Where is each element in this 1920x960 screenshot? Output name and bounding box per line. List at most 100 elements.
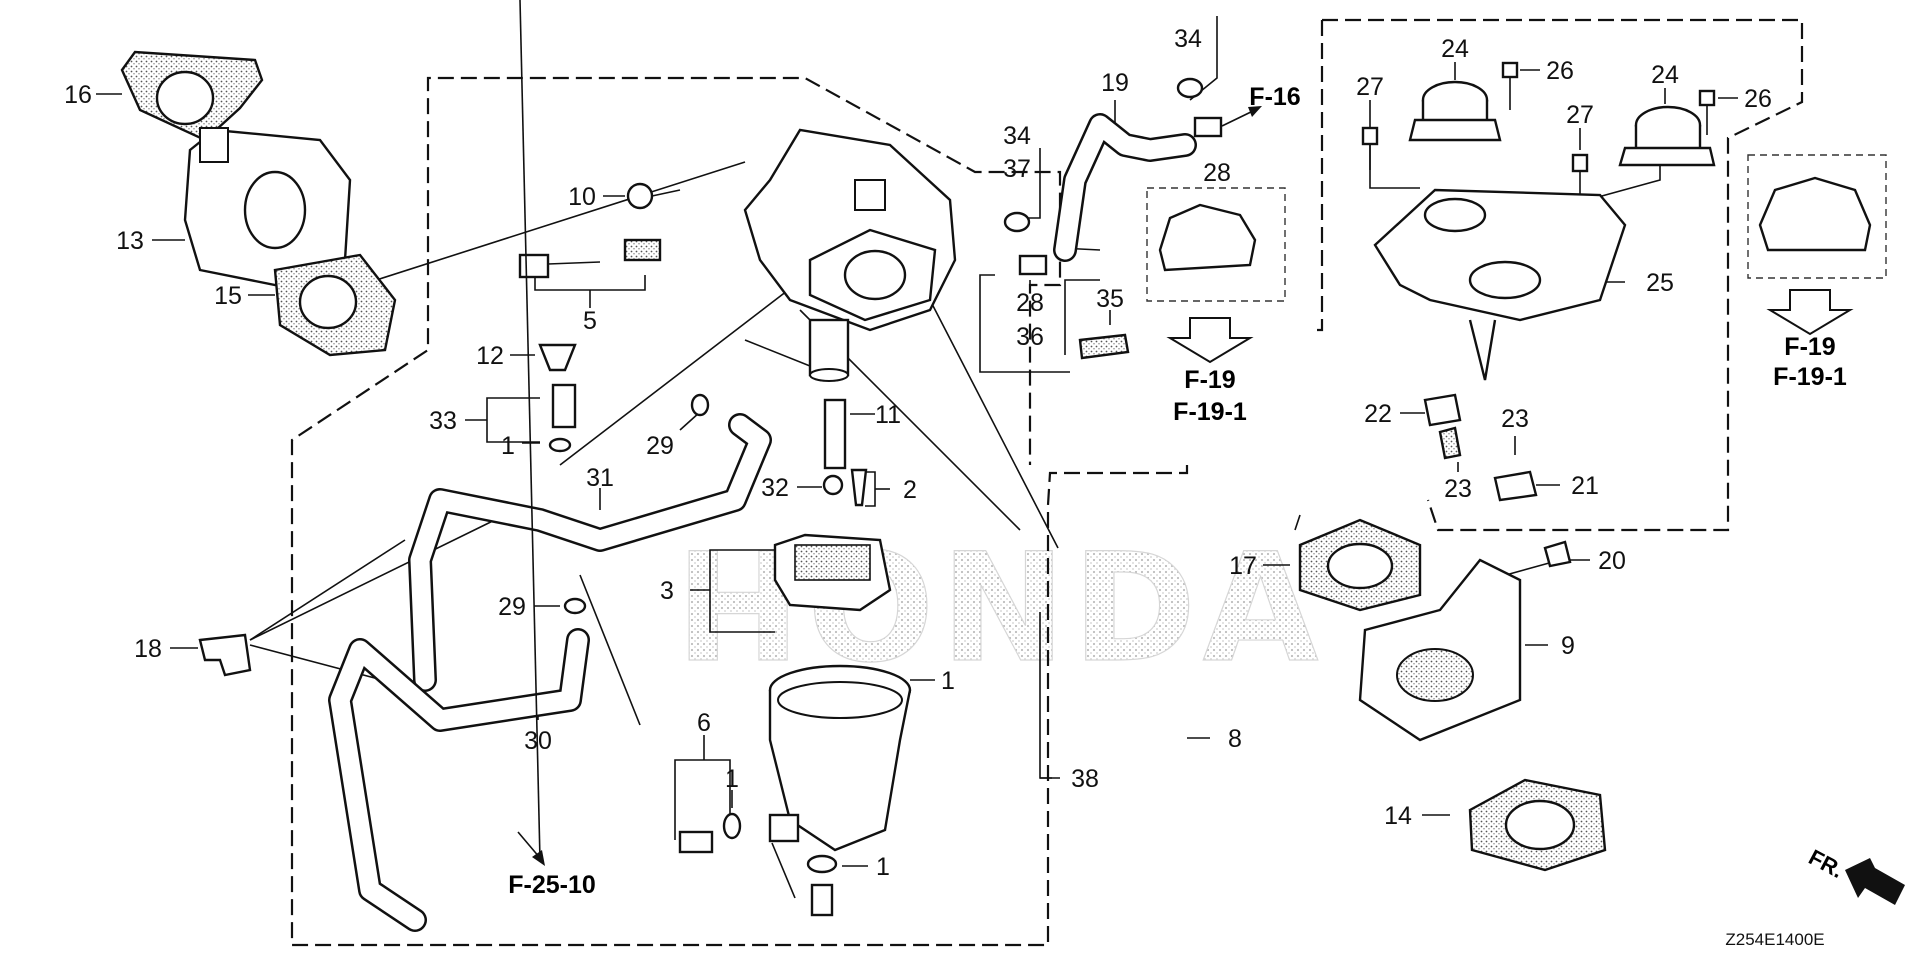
- part-base-25: [1373, 188, 1627, 381]
- ref-box-left: [1146, 187, 1286, 302]
- ref-arrow-f19-left: [1166, 317, 1254, 364]
- callout-35: 35: [1096, 285, 1124, 313]
- part-clip-28-top: [1193, 116, 1223, 138]
- fr-direction-arrow: [1845, 858, 1905, 905]
- part-clip-37: [1003, 211, 1031, 233]
- reference-f-16: F-16: [1249, 83, 1300, 111]
- part-bolt-27-left: [1361, 126, 1379, 170]
- part-float-bowl: [768, 664, 912, 852]
- callout-22: 22: [1364, 400, 1392, 428]
- part-valve-2: [850, 468, 868, 507]
- part-hose-31: [408, 413, 772, 692]
- callout-25: 25: [1646, 269, 1674, 297]
- part-clamp-18: [198, 633, 252, 677]
- reference-f-19: F-19: [1184, 366, 1235, 394]
- callout-34: 34: [1174, 25, 1202, 53]
- callout-31: 31: [586, 464, 614, 492]
- reference-f-19: F-19: [1784, 333, 1835, 361]
- callout-20: 20: [1598, 547, 1626, 575]
- part-carburetor-body: [743, 128, 957, 382]
- callout-33: 33: [429, 407, 457, 435]
- part-drain-screw-6: [678, 812, 742, 854]
- part-actuator-24-left: [1408, 80, 1502, 142]
- part-screw-10: [626, 182, 681, 210]
- part-spring-23: [1438, 426, 1462, 460]
- part-hose-19: [1053, 113, 1197, 262]
- callout-1: 1: [941, 667, 955, 695]
- callout-2: 2: [903, 476, 917, 504]
- callout-28: 28: [1016, 289, 1044, 317]
- callout-8: 8: [1228, 725, 1242, 753]
- callout-38: 38: [1071, 765, 1099, 793]
- callout-16: 16: [64, 81, 92, 109]
- callout-27: 27: [1566, 101, 1594, 129]
- callout-27: 27: [1356, 73, 1384, 101]
- part-pilot-screw-5: [518, 238, 662, 279]
- actuator-assembly-outline: [1322, 18, 1804, 532]
- leader-lines: [96, 16, 1738, 899]
- part-bolt-26-right: [1698, 89, 1716, 135]
- part-needle-11: [822, 398, 847, 496]
- callout-9: 9: [1561, 632, 1575, 660]
- callout-6: 6: [697, 709, 711, 737]
- callout-17: 17: [1229, 552, 1257, 580]
- callout-11: 11: [875, 401, 901, 429]
- reference-f-25-10: F-25-10: [508, 871, 596, 899]
- ref-arrow-f25: [517, 0, 545, 866]
- ref-arrow-f16: [1221, 106, 1262, 127]
- callout-13: 13: [116, 227, 144, 255]
- callout-1: 1: [725, 765, 739, 793]
- callout-24: 24: [1651, 61, 1679, 89]
- callout-32: 32: [761, 474, 789, 502]
- part-float-3: [773, 533, 892, 612]
- part-clip-20: [1543, 540, 1572, 568]
- callout-19: 19: [1101, 69, 1129, 97]
- part-drain-bolt-1: [806, 854, 838, 917]
- diagram-code: Z254E1400E: [1725, 930, 1824, 949]
- part-bracket-9: [1358, 558, 1522, 742]
- part-hose-30: [328, 628, 590, 932]
- direction-label: FR.: [1805, 844, 1848, 883]
- callout-18: 18: [134, 635, 162, 663]
- callout-1: 1: [501, 432, 515, 460]
- callout-29: 29: [498, 593, 526, 621]
- part-gasket-15: [273, 253, 397, 357]
- part-actuator-24-right: [1618, 105, 1716, 167]
- callout-24: 24: [1441, 35, 1469, 63]
- part-clip-29-lower: [563, 597, 587, 615]
- callout-15: 15: [214, 282, 242, 310]
- part-gasket-14: [1468, 778, 1607, 872]
- part-cover-28-ref: [1158, 203, 1257, 272]
- part-gasket-17: [1298, 518, 1422, 612]
- part-clip-21: [1493, 470, 1538, 502]
- brand-watermark: HONDA: [675, 522, 1324, 696]
- callout-26: 26: [1744, 85, 1772, 113]
- callout-21: 21: [1571, 472, 1599, 500]
- callout-28: 28: [1203, 159, 1231, 187]
- callout-34: 34: [1003, 122, 1031, 150]
- part-cover-ref-right: [1758, 176, 1872, 252]
- part-clip-29-upper: [690, 393, 710, 417]
- callout-1: 1: [876, 853, 890, 881]
- callout-10: 10: [568, 183, 596, 211]
- callout-26: 26: [1546, 57, 1574, 85]
- ref-box-right: [1747, 154, 1887, 279]
- callout-29: 29: [646, 432, 674, 460]
- part-bolt-26-left: [1501, 61, 1519, 110]
- part-gasket-16: [120, 50, 264, 142]
- callout-12: 12: [476, 342, 504, 370]
- reference-labels: F-16F-19F-19-1F-19F-19-1F-25-10: [508, 83, 1847, 899]
- part-jet-12: [538, 343, 577, 372]
- reference-f-19-1: F-19-1: [1773, 363, 1847, 391]
- callout-3: 3: [660, 577, 674, 605]
- callout-14: 14: [1384, 802, 1412, 830]
- callout-5: 5: [583, 307, 597, 335]
- actuator-lower-outline: [1310, 20, 1324, 332]
- ref-arrow-f19-right: [1766, 289, 1854, 336]
- callout-23: 23: [1444, 475, 1472, 503]
- part-jet-33: [548, 383, 577, 453]
- callout-23: 23: [1501, 405, 1529, 433]
